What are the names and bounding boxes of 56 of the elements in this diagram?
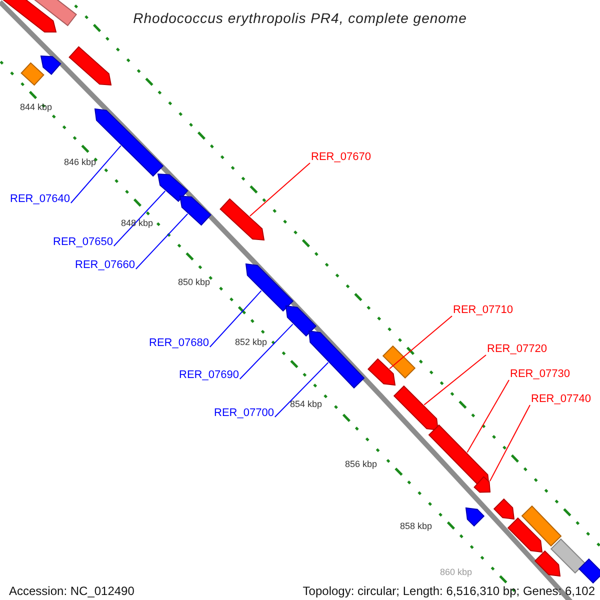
scale-label: 850 kbp	[178, 278, 210, 287]
scale-label: 858 kbp	[400, 522, 432, 531]
scale-label: 854 kbp	[290, 400, 322, 409]
gene-feature	[534, 550, 561, 577]
genome-info-text: Topology: circular; Length: 6,516,310 bp; Genes: 6,102	[302, 585, 595, 597]
gene-feature	[465, 507, 485, 527]
scale-label: 844 kbp	[20, 103, 52, 112]
gene-block	[521, 505, 562, 547]
gene-feature	[368, 358, 396, 386]
gene-label: RER_07740	[531, 394, 591, 405]
scale-label: 856 kbp	[345, 460, 378, 469]
leader-line	[274, 362, 329, 418]
gene-block	[382, 345, 416, 379]
leader-line	[466, 380, 510, 453]
gene-feature	[507, 517, 543, 553]
leader-line	[489, 404, 530, 482]
gene-label: RER_07650	[53, 237, 113, 248]
scale-label: 860 kbp	[440, 568, 472, 577]
scale-label: 848 kbp	[121, 219, 154, 228]
gene-feature	[0, 0, 57, 32]
leader-line	[135, 213, 188, 270]
gene-block	[578, 558, 600, 584]
leader-line	[239, 324, 294, 380]
gene-feature	[40, 55, 62, 75]
gene-label: RER_07700	[214, 408, 274, 419]
gene-label: RER_07730	[510, 369, 570, 380]
leader-line	[113, 190, 166, 246]
leader-line	[249, 162, 310, 217]
leader-line	[389, 316, 452, 370]
gene-feature	[474, 476, 491, 493]
gene-feature	[493, 498, 515, 520]
gene-label: RER_07710	[453, 305, 513, 316]
leader-line	[424, 354, 486, 406]
scale-label: 846 kbp	[64, 158, 96, 167]
gene-feature	[157, 173, 188, 202]
leader-line	[70, 145, 122, 204]
gene-feature	[179, 195, 212, 226]
gene-feature	[220, 198, 265, 241]
gene-feature	[308, 330, 365, 389]
gene-label: RER_07690	[179, 370, 239, 381]
gene-feature	[245, 263, 294, 312]
scale-label: 852 kbp	[235, 338, 268, 347]
gene-feature	[393, 385, 439, 431]
leader-line	[209, 290, 262, 348]
gene-label: RER_07640	[10, 194, 70, 205]
gene-feature	[68, 46, 112, 86]
gene-block	[20, 62, 44, 86]
gene-feature	[285, 305, 317, 337]
gene-label: RER_07680	[149, 338, 209, 349]
gene-block	[550, 538, 586, 574]
title: Rhodococcus erythropolis PR4, complete genome	[132, 11, 468, 25]
gene-label: RER_07720	[487, 344, 547, 355]
accession-text: Accession: NC_012490	[9, 585, 134, 597]
gene-label: RER_07670	[311, 152, 371, 163]
gene-label: RER_07660	[75, 260, 135, 271]
gene-feature	[94, 108, 164, 177]
